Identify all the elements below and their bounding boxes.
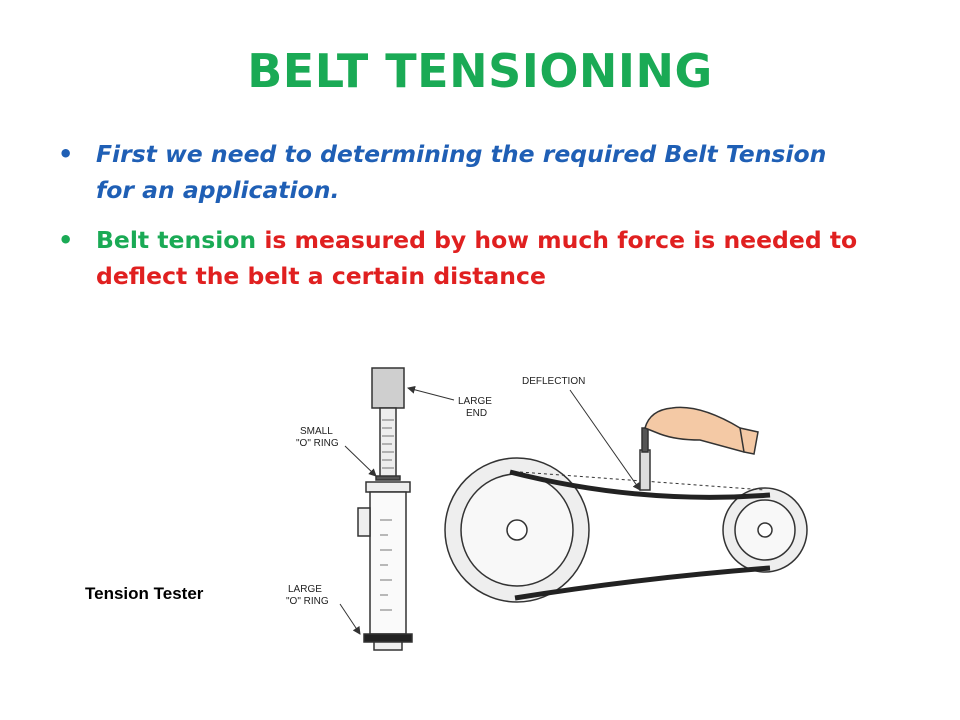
large-end-label-line1: LARGE [458,396,492,407]
bullet-text-required-tension: First we need to determining the require… [96,140,827,204]
belt-bottom [514,565,771,601]
bullet-list: • First we need to determining the requi… [58,136,858,308]
tension-tester-tool [357,367,413,651]
bullet-marker: • [58,140,74,168]
large-end-callout: LARGE END [407,385,492,419]
small-o-ring-label-line2: "O" RING [296,438,339,449]
small-o-ring-label-line1: SMALL [300,426,333,437]
large-o-ring-callout: LARGE "O" RING [286,584,361,635]
belt-top [509,469,771,500]
tension-tester-illustration: SMALL "O" RING LARGE END LARGE "O" RING … [286,367,808,651]
slide-title: BELT TENSIONING [247,44,713,98]
belt-drive [444,457,808,603]
hand-with-tester [639,406,759,491]
bullet-item-tension-measure: • Belt tension is measured by how much f… [58,222,858,294]
bullet-item-required-tension: • First we need to determining the requi… [58,136,858,208]
bullet-text-belt-tension: Belt tension [96,226,257,254]
tension-tester-caption: Tension Tester [85,584,204,603]
small-o-ring-callout: SMALL "O" RING [296,426,377,477]
large-o-ring-label-line1: LARGE [288,584,322,595]
bullet-marker: • [58,226,74,254]
large-end-label-line2: END [466,408,487,419]
bullet-text-measured-by: is measured by how much force is needed … [96,226,858,290]
deflection-label: DEFLECTION [522,376,585,387]
deflection-callout: DEFLECTION [522,376,641,491]
large-o-ring-label-line2: "O" RING [286,596,329,607]
